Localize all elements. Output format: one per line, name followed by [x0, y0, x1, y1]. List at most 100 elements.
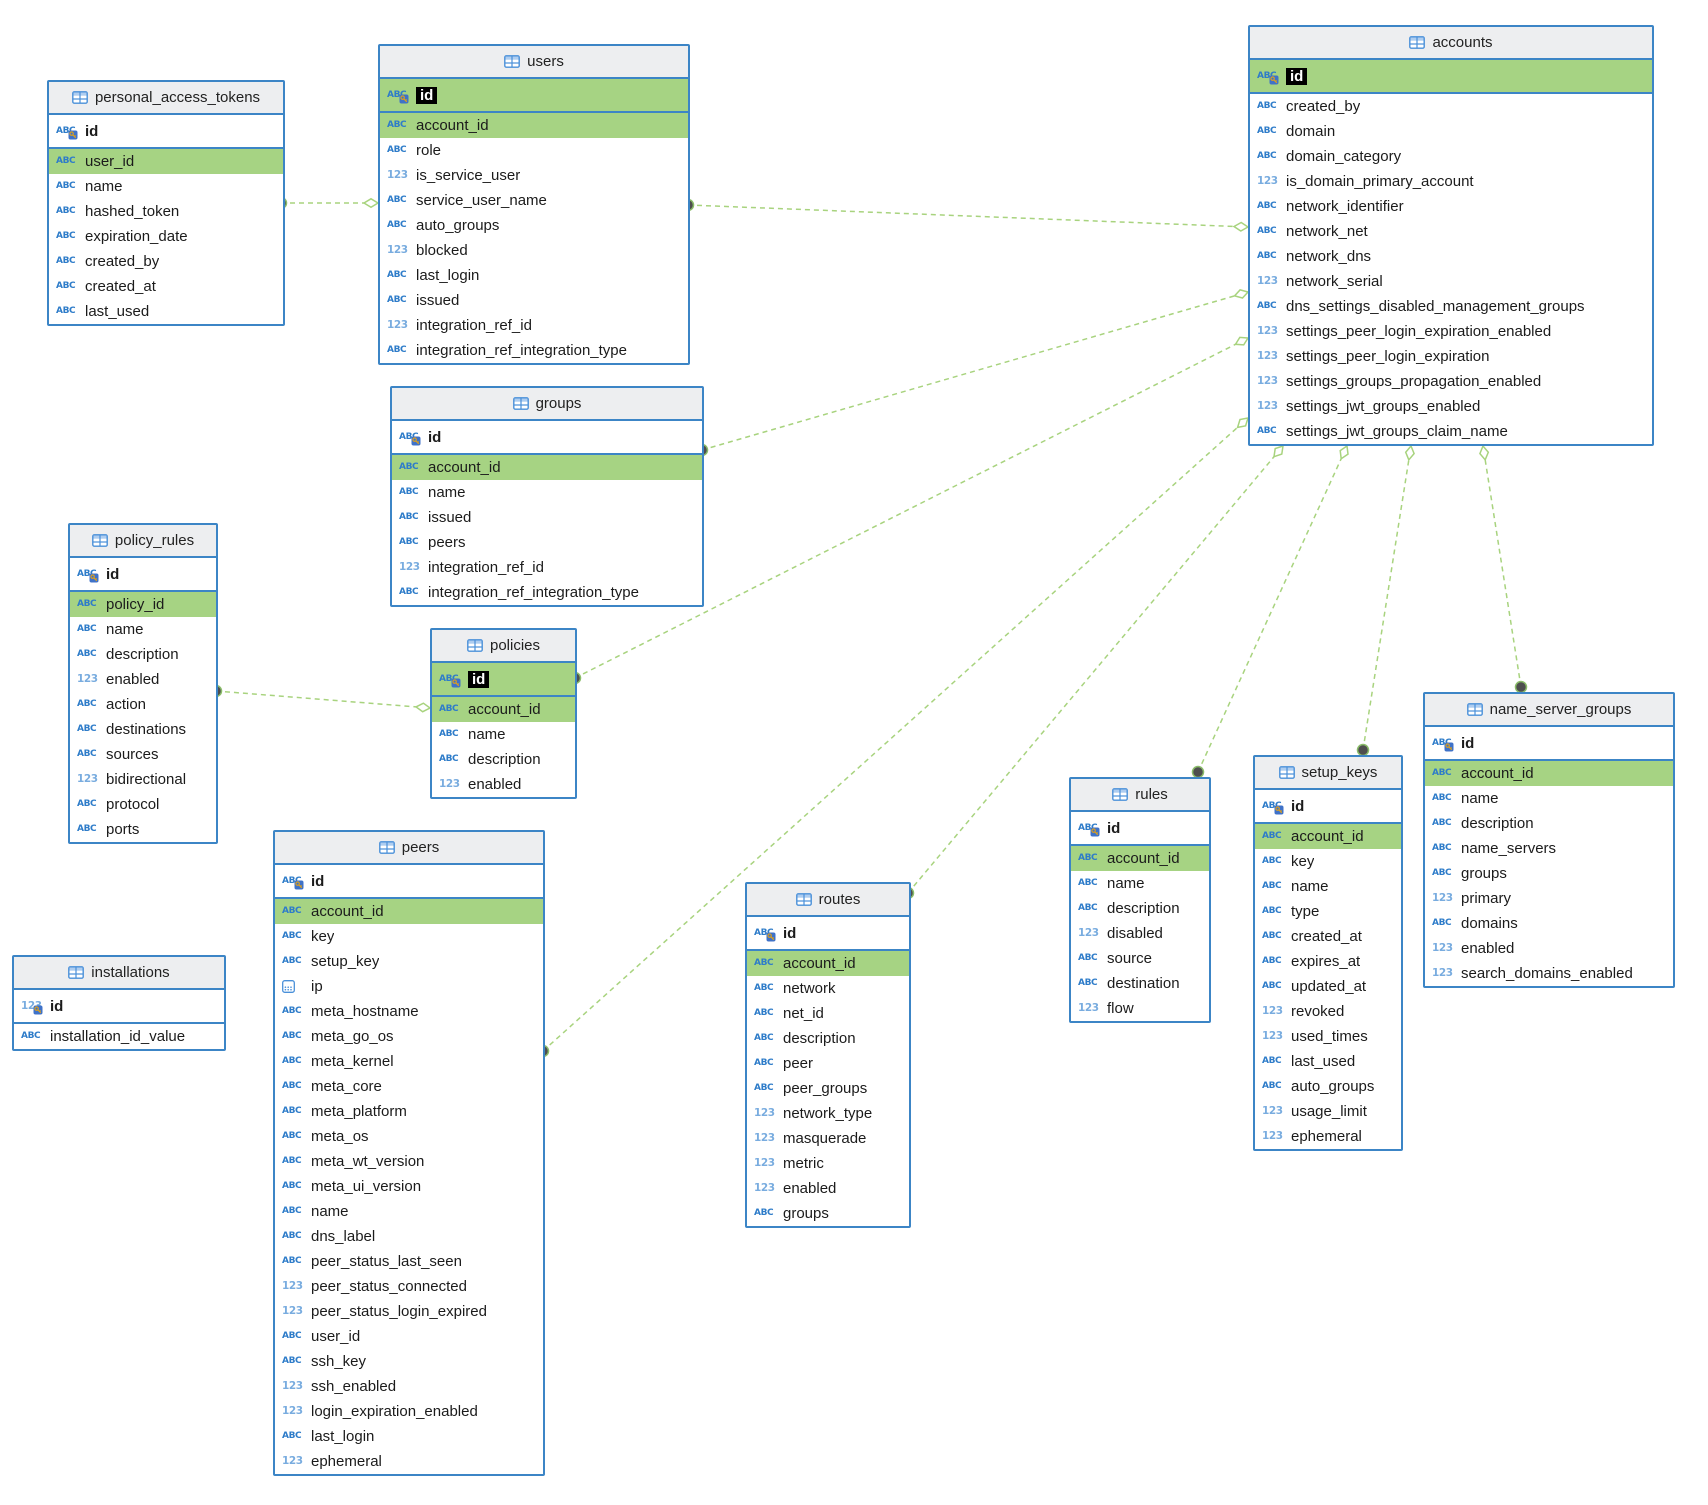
- table-header[interactable]: peers: [275, 832, 543, 865]
- table-header[interactable]: rules: [1071, 779, 1209, 812]
- relationship-line[interactable]: [1482, 445, 1522, 688]
- relationship-line[interactable]: [907, 445, 1284, 894]
- relationship-connector-policy_rules-to-policies[interactable]: [209, 684, 432, 713]
- relationship-connector-setup_keys-to-accounts[interactable]: [1356, 444, 1415, 757]
- relationship-line[interactable]: [542, 417, 1249, 1052]
- table-header[interactable]: policy_rules: [70, 525, 216, 558]
- table-header[interactable]: installations: [14, 957, 224, 990]
- relationship-line[interactable]: [1362, 445, 1412, 751]
- relationship-line[interactable]: [1197, 445, 1348, 773]
- table-header[interactable]: routes: [747, 884, 909, 917]
- relationship-connector-groups-to-accounts[interactable]: [695, 289, 1250, 457]
- relationship-line[interactable]: [687, 204, 1249, 228]
- table-header[interactable]: groups: [392, 388, 702, 421]
